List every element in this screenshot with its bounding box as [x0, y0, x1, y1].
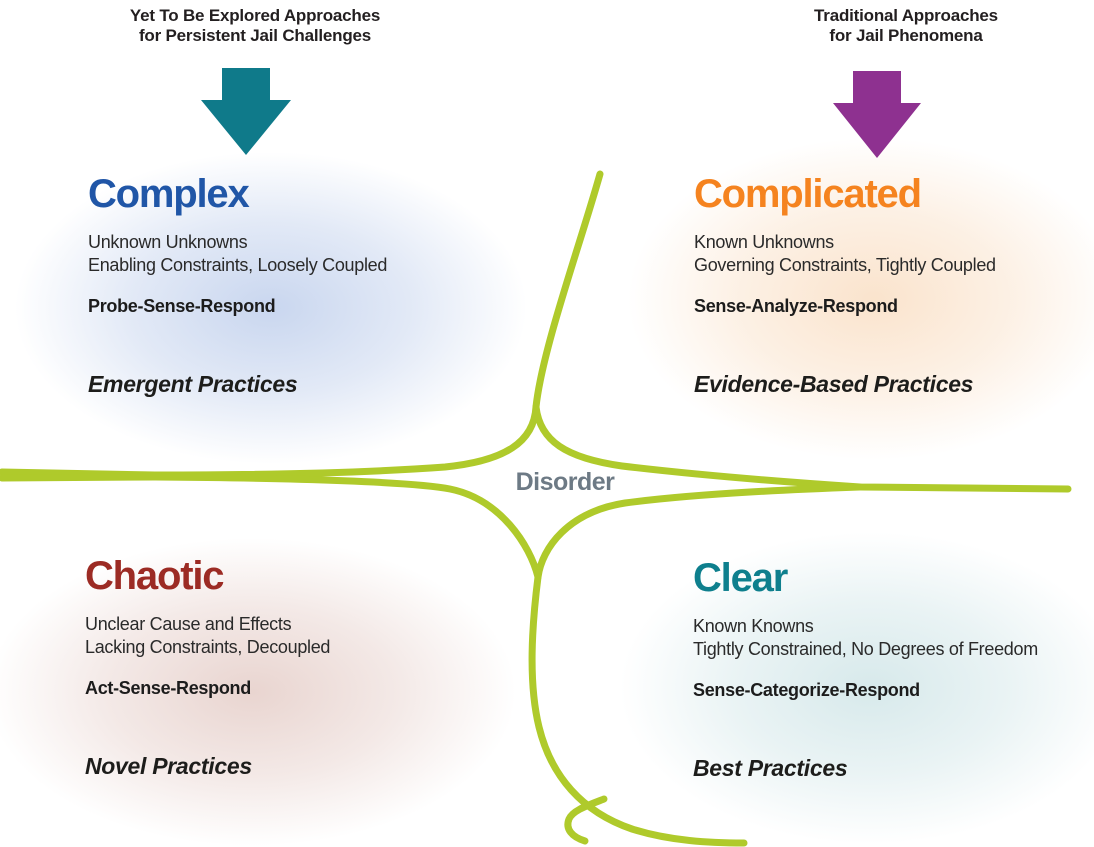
chaotic-practices: Novel Practices — [85, 753, 252, 779]
cliff-hook-line — [564, 795, 608, 845]
clear-quadrant-background — [620, 532, 1094, 844]
complicated-practices: Evidence-Based Practices — [694, 371, 974, 397]
left-annotation-line2: for Persistent Jail Challenges — [138, 26, 372, 45]
teal-down-arrow-icon — [201, 68, 291, 155]
right-annotation: Traditional Approaches for Jail Phenomen… — [726, 6, 1086, 46]
complicated-desc-line2: Governing Constraints, Tightly Coupled — [694, 255, 996, 275]
chaotic-quadrant: Chaotic Unclear Cause and Effects Lackin… — [85, 556, 525, 780]
left-annotation: Yet To Be Explored Approaches for Persis… — [75, 6, 435, 46]
clear-desc-line1: Known Knowns — [693, 616, 814, 636]
boundary-upper-right-curve — [532, 403, 1072, 493]
complex-desc-line1: Unknown Unknowns — [88, 232, 248, 252]
boundary-lower-right-curve — [534, 483, 864, 581]
clear-process: Sense-Categorize-Respond — [693, 680, 920, 700]
clear-desc-line2: Tightly Constrained, No Degrees of Freed… — [693, 639, 1038, 659]
complex-description: Unknown Unknowns Enabling Constraints, L… — [88, 231, 528, 277]
clear-description: Known Knowns Tightly Constrained, No Deg… — [693, 615, 1094, 661]
complex-quadrant-background — [15, 152, 527, 464]
clear-practices: Best Practices — [693, 755, 848, 781]
purple-down-arrow-icon — [833, 71, 921, 158]
complex-quadrant: Complex Unknown Unknowns Enabling Constr… — [88, 174, 528, 398]
boundary-top-line — [532, 170, 604, 411]
complex-title: Complex — [88, 172, 250, 216]
complicated-process: Sense-Analyze-Respond — [694, 296, 898, 316]
clear-quadrant: Clear Known Knowns Tightly Constrained, … — [693, 558, 1094, 782]
complex-practices: Emergent Practices — [88, 371, 298, 397]
right-annotation-line2: for Jail Phenomena — [829, 26, 983, 45]
right-annotation-line1: Traditional Approaches — [814, 6, 998, 25]
chaotic-title: Chaotic — [85, 554, 224, 598]
complicated-quadrant-background — [628, 138, 1094, 460]
left-annotation-line1: Yet To Be Explored Approaches — [129, 6, 381, 25]
complex-desc-line2: Enabling Constraints, Loosely Coupled — [88, 255, 388, 275]
complicated-title: Complicated — [694, 172, 922, 216]
chaotic-description: Unclear Cause and Effects Lacking Constr… — [85, 613, 525, 659]
clear-title: Clear — [693, 556, 788, 600]
complicated-description: Known Unknowns Governing Constraints, Ti… — [694, 231, 1094, 277]
complex-process: Probe-Sense-Respond — [88, 296, 276, 316]
chaotic-quadrant-background — [0, 538, 516, 846]
chaotic-process: Act-Sense-Respond — [85, 678, 251, 698]
disorder-label: Disorder — [515, 468, 615, 496]
boundary-bottom-line — [528, 573, 748, 847]
complicated-quadrant: Complicated Known Unknowns Governing Con… — [694, 174, 1094, 398]
boundary-upper-left-curve — [0, 403, 540, 479]
chaotic-desc-line1: Unclear Cause and Effects — [85, 614, 292, 634]
boundary-lower-left-curve — [0, 473, 542, 581]
complicated-desc-line1: Known Unknowns — [694, 232, 834, 252]
chaotic-desc-line2: Lacking Constraints, Decoupled — [85, 637, 331, 657]
